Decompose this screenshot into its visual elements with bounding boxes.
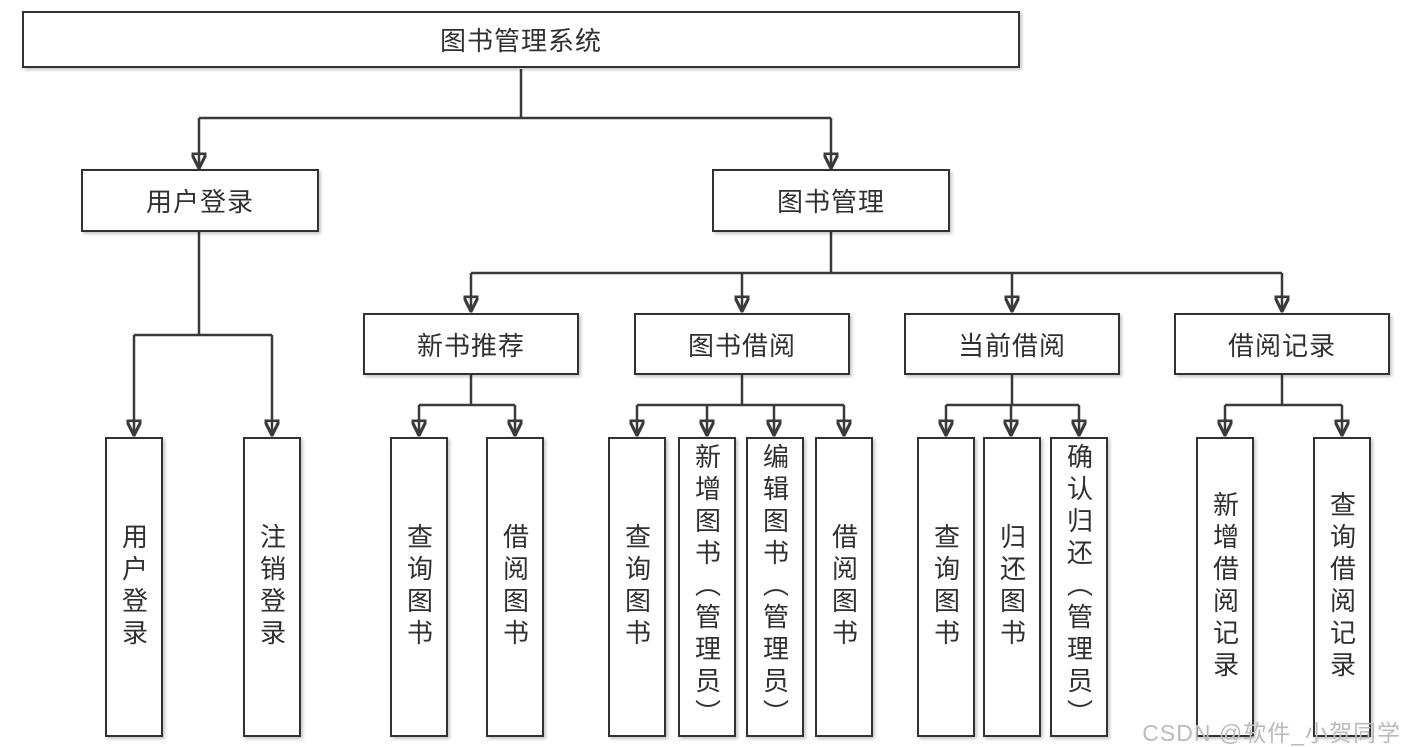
leaf-add-borrow-record: 新增借阅记录 — [1196, 437, 1254, 737]
csdn-watermark: CSDN @软件_小贺同学 — [1142, 720, 1401, 746]
leaf-edit-book-admin: 编辑图书（管理员） — [746, 437, 804, 737]
leaf-query-borrow-record: 查询借阅记录 — [1313, 437, 1371, 737]
node-new-book-recommend: 新书推荐 — [363, 313, 579, 375]
leaf-query-books-current: 查询图书 — [917, 437, 975, 737]
leaf-query-books-borrowing: 查询图书 — [608, 437, 666, 737]
connector-path — [134, 69, 1342, 407]
node-book-management-branch: 图书管理 — [712, 169, 950, 232]
leaf-user-login: 用户登录 — [105, 437, 163, 737]
node-user-login-branch: 用户登录 — [81, 169, 319, 232]
leaf-logout: 注销登录 — [243, 437, 301, 737]
node-borrowing-records: 借阅记录 — [1174, 313, 1390, 375]
leaf-return-book: 归还图书 — [983, 437, 1041, 737]
node-book-borrowing: 图书借阅 — [634, 313, 850, 375]
leaf-add-book-admin: 新增图书（管理员） — [678, 437, 736, 737]
leaf-borrow-books-recommend: 借阅图书 — [486, 437, 544, 737]
leaf-borrow-books-borrowing: 借阅图书 — [815, 437, 873, 737]
node-library-system: 图书管理系统 — [22, 11, 1020, 68]
leaf-confirm-return-admin: 确认归还（管理员） — [1050, 437, 1108, 737]
leaf-query-books-recommend: 查询图书 — [390, 437, 448, 737]
node-current-borrowing: 当前借阅 — [904, 313, 1120, 375]
